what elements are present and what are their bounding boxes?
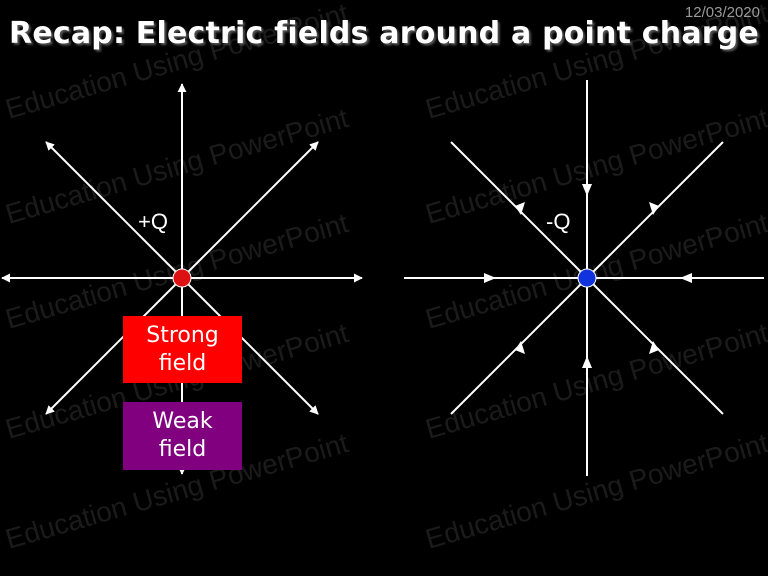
arrowhead-left	[484, 273, 496, 283]
negative-charge	[577, 268, 597, 288]
arrowhead-top	[582, 184, 592, 196]
negative-charge-label: -Q	[546, 209, 571, 234]
positive-charge-label: +Q	[138, 209, 168, 234]
field-line-upper-left	[45, 141, 183, 279]
weak-field-label-line1: Weak	[152, 409, 213, 434]
strong-field-box: Strong field	[123, 316, 242, 383]
weak-field-box: Weak field	[123, 402, 242, 470]
field-line-lower-left	[45, 277, 183, 415]
positive-charge	[172, 268, 192, 288]
negative-arrowheads	[484, 184, 692, 368]
arrowhead-bottom	[582, 356, 592, 368]
field-line-lower-right	[181, 277, 319, 415]
strong-field-label-line1: Strong	[146, 322, 219, 348]
slide-title: Recap: Electric fields around a point ch…	[9, 16, 759, 51]
field-line-upper-right	[181, 141, 319, 279]
arrowhead-lower-right	[649, 341, 659, 354]
strong-field-label-line2: field	[158, 350, 207, 376]
arrowhead-upper-left	[515, 202, 525, 215]
slide-date: 12/03/2020	[684, 4, 760, 21]
arrowhead-lower-left	[515, 341, 525, 354]
arrowhead-upper-right	[649, 202, 659, 215]
weak-field-label-line2: field	[158, 437, 207, 462]
arrowhead-right	[680, 273, 692, 283]
